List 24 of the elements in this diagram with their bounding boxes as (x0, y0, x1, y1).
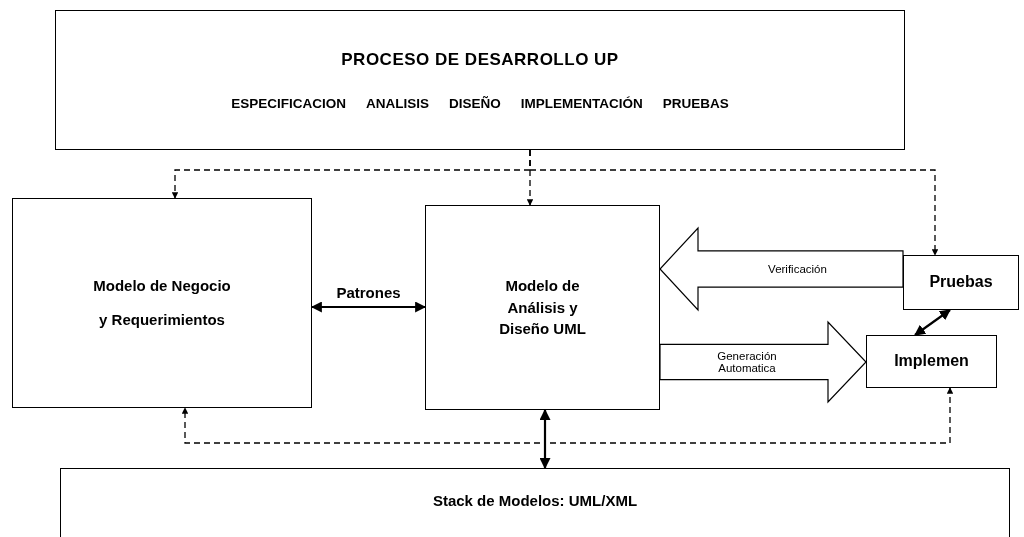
box-title: PROCESO DE DESARROLLO UP (341, 49, 619, 70)
block-arrow (659, 226, 904, 312)
phase-label: ESPECIFICACION (231, 95, 346, 111)
box-text: Stack de Modelos: UML/XML (432, 491, 638, 511)
phase-label: DISEÑO (449, 95, 501, 111)
box-text: Modelo de Análisis y Diseño UML (498, 275, 587, 340)
process-box (55, 10, 905, 150)
model-box (903, 255, 1019, 310)
dashed-arrow (529, 149, 939, 256)
phase-label: PRUEBAS (662, 95, 729, 111)
model-box (12, 198, 312, 408)
box-text: Implemen (894, 351, 969, 372)
arrow (310, 301, 427, 313)
box-text: Modelo de Negocio y Requerimientos (92, 275, 232, 330)
arrow (914, 309, 951, 336)
phase-label: IMPLEMENTACIÓN (520, 95, 643, 111)
block-arrow (659, 320, 867, 404)
model-box (60, 468, 1010, 537)
model-box (425, 205, 660, 410)
phase-label: ANALISIS (366, 95, 429, 111)
box-text: Pruebas (929, 272, 993, 293)
edge-label: Generación Automatica (716, 349, 778, 375)
model-box (866, 335, 997, 388)
edge-label: Verificación (767, 262, 828, 276)
